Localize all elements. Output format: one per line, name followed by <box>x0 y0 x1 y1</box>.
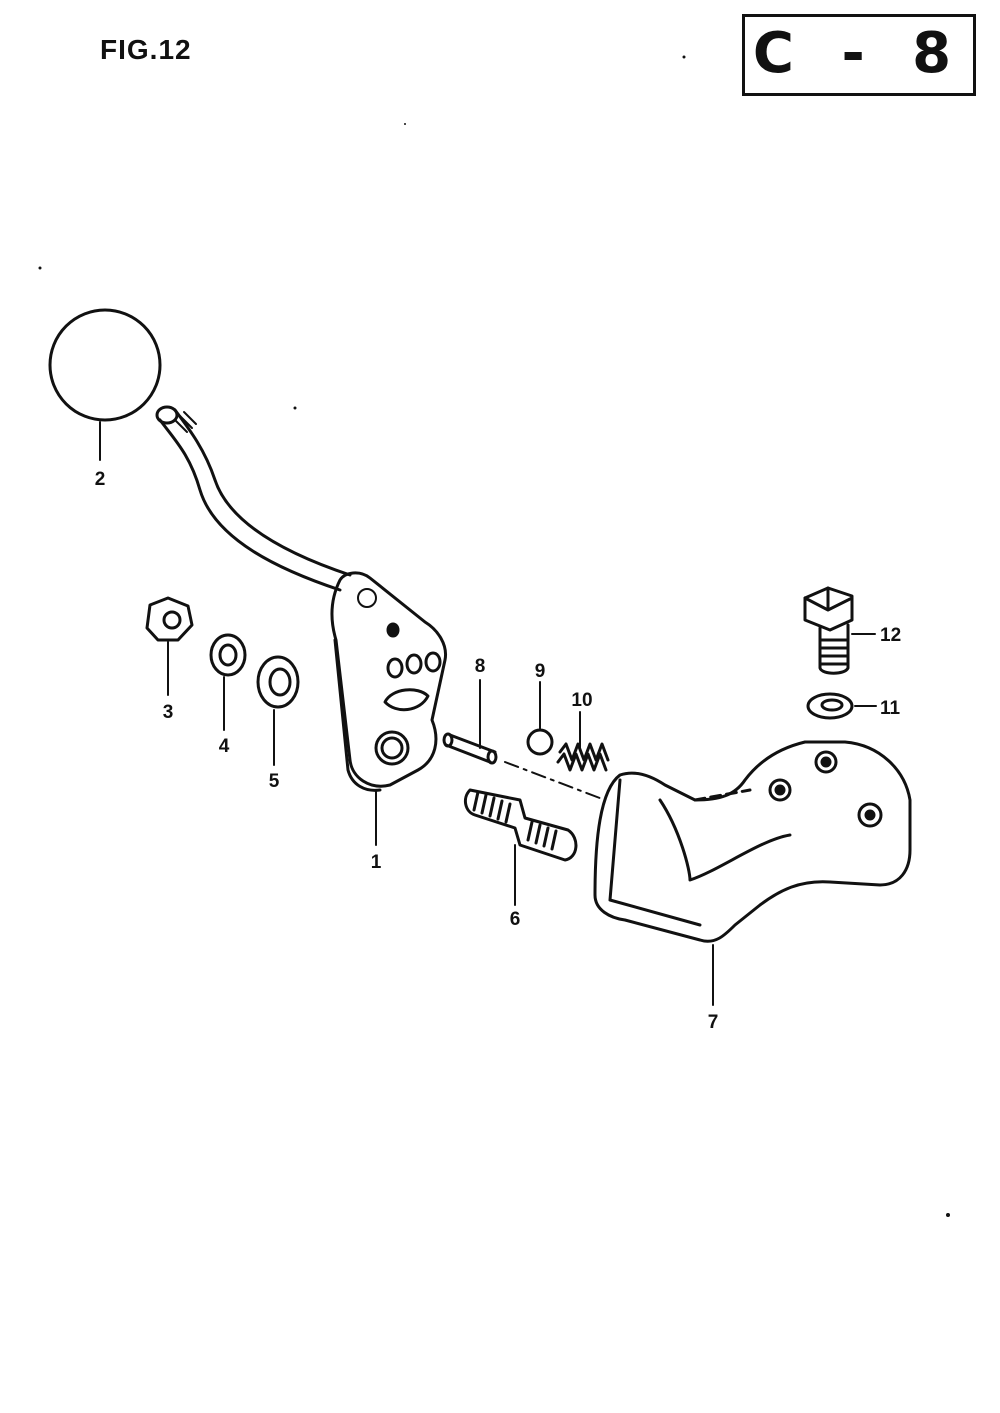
scan-specks <box>38 55 950 1217</box>
callout-12: 12 <box>880 625 901 646</box>
callout-10: 10 <box>571 690 592 711</box>
callout-labels: 2 3 4 5 1 8 9 10 6 7 12 11 <box>95 469 901 1033</box>
part-2-knob <box>48 308 162 461</box>
part-7-bracket <box>593 740 912 1006</box>
section-code-box: C - 8 <box>742 14 976 96</box>
callout-6: 6 <box>510 909 521 930</box>
part-8-pin <box>442 679 498 765</box>
part-6-stud <box>463 788 578 906</box>
section-code: C - 8 <box>752 21 966 86</box>
part-3-nut <box>145 596 194 696</box>
part-10-spring <box>556 711 610 772</box>
callout-9: 9 <box>535 661 546 682</box>
lever-rod <box>155 405 352 592</box>
callout-1: 1 <box>371 852 382 873</box>
part-9-ball <box>526 681 554 756</box>
part-5-washer <box>256 655 300 766</box>
figure-title: FIG.12 <box>100 34 192 65</box>
callout-5: 5 <box>269 771 280 792</box>
callout-8: 8 <box>475 656 486 677</box>
part-1-lever-plate <box>330 571 448 846</box>
part-4-spring-washer <box>209 633 247 731</box>
part-12-bolt <box>803 586 876 675</box>
part-11-lock-washer <box>806 692 877 720</box>
callout-3: 3 <box>163 702 174 723</box>
callout-7: 7 <box>708 1012 719 1033</box>
callout-4: 4 <box>219 736 230 757</box>
callout-2: 2 <box>95 469 106 490</box>
callout-11: 11 <box>880 698 901 719</box>
